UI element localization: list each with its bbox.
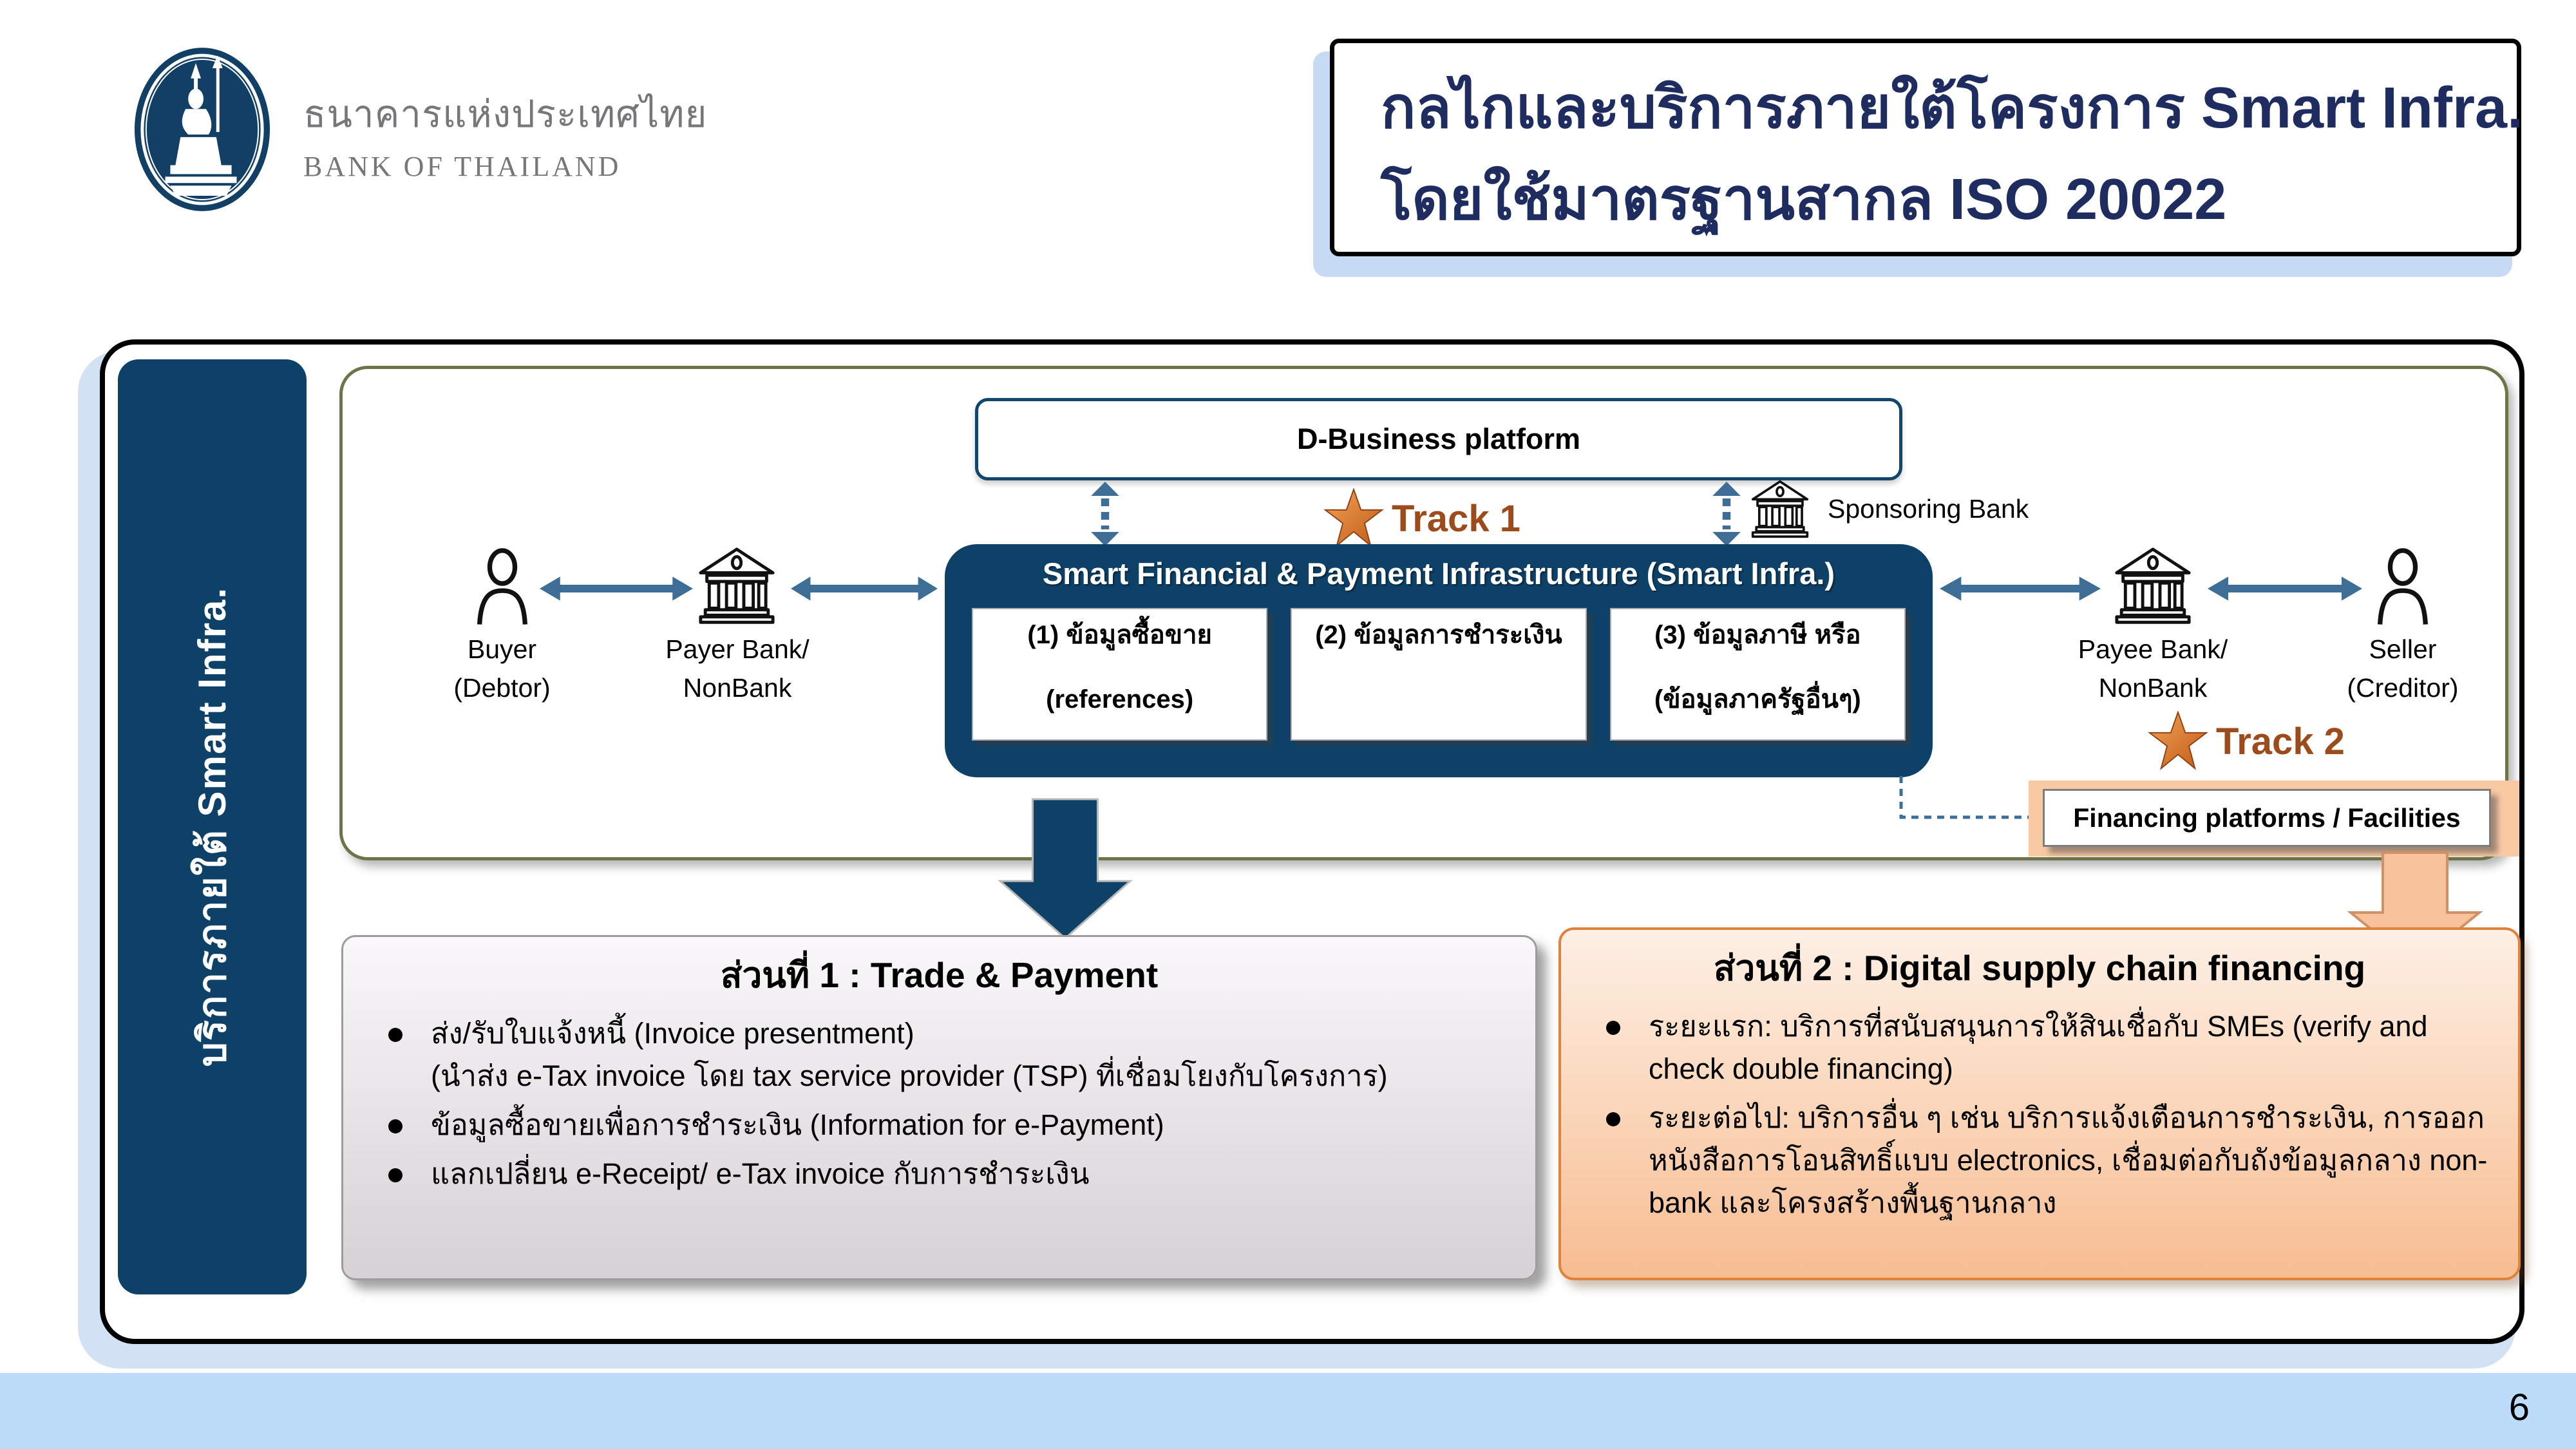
track2-marker: Track 2 xyxy=(2148,711,2345,772)
sub-box2-line1: (2) ข้อมูลการชำระเงิน xyxy=(1315,621,1562,649)
sidebar-services-banner: บริการภายใต้ Smart Infra. xyxy=(118,359,307,1294)
section1-title: ส่วนที่ 1 : Trade & Payment xyxy=(720,955,1159,995)
double-arrow-payer-smartinfra xyxy=(791,576,938,601)
section2-title: ส่วนที่ 2 : Digital supply chain financi… xyxy=(1713,948,2366,988)
financing-platforms-panel: Financing platforms / Facilities xyxy=(2029,781,2519,857)
bank-of-thailand-emblem-icon xyxy=(134,48,270,211)
star-icon xyxy=(1323,488,1384,547)
smart-infra-sub-box-1: (1) ข้อมูลซื้อขาย (references) xyxy=(972,608,1268,741)
bank-of-thailand-logo: ธนาคารแห่งประเทศไทย BANK OF THAILAND xyxy=(132,45,707,214)
list-item: ข้อมูลซื้อขายเพื่อการชำระเงิน (Informati… xyxy=(366,1104,1512,1146)
buyer-label: Buyer (Debtor) xyxy=(453,634,551,703)
sidebar-label: บริการภายใต้ Smart Infra. xyxy=(191,587,234,1067)
sub-box1-line1: (1) ข้อมูลซื้อขาย xyxy=(1027,621,1212,649)
dashed-connector-smartinfra-financing xyxy=(1899,776,2032,819)
section1-trade-payment-box: ส่วนที่ 1 : Trade & Payment ส่ง/รับใบแจ้… xyxy=(341,935,1537,1280)
double-arrow-payee-seller xyxy=(2208,576,2362,601)
bank-icon xyxy=(699,547,775,624)
slide-title-box: กลไกและบริการภายใต้โครงการ Smart Infra. … xyxy=(1330,39,2524,256)
list-item: ระยะแรก: บริการที่สนับสนุนการให้สินเชื่อ… xyxy=(1584,1005,2495,1090)
list-item: ส่ง/รับใบแจ้งหนี้ (Invoice presentment) xyxy=(366,1012,1512,1055)
smart-infra-title: Smart Financial & Payment Infrastructure… xyxy=(1042,556,1835,591)
bank-icon xyxy=(1751,480,1809,538)
dashed-double-arrow-left xyxy=(1091,482,1119,546)
d-business-platform-label: D-Business platform xyxy=(1296,422,1581,455)
person-icon xyxy=(477,548,528,625)
track2-label: Track 2 xyxy=(2216,720,2345,762)
payee-bank-label: Payee Bank/ NonBank xyxy=(2078,634,2228,703)
dashed-double-arrow-right xyxy=(1712,482,1741,546)
person-icon xyxy=(2377,548,2429,625)
double-arrow-smartinfra-payee xyxy=(1940,576,2101,601)
page-number: 6 xyxy=(2508,1387,2530,1428)
smart-infra-sub-box-3: (3) ข้อมูลภาษี หรือ (ข้อมูลภาครัฐอื่นๆ) xyxy=(1609,608,1906,741)
sub-box1-line2: (references) xyxy=(1046,685,1194,714)
smart-infra-box: Smart Financial & Payment Infrastructure… xyxy=(945,544,1933,777)
d-business-platform-box: D-Business platform xyxy=(975,398,1902,480)
smart-infra-sub-box-2: (2) ข้อมูลการชำระเงิน xyxy=(1291,608,1587,741)
logo-english-name: BANK OF THAILAND xyxy=(303,151,621,182)
section1-bullet-list: ส่ง/รับใบแจ้งหนี้ (Invoice presentment) … xyxy=(366,1012,1512,1195)
sponsoring-bank-label: Sponsoring Bank xyxy=(1828,493,2029,524)
slide-title-line2: โดยใช้มาตรฐานสากล ISO 20022 xyxy=(1381,167,2227,232)
financing-platforms-label: Financing platforms / Facilities xyxy=(2073,802,2461,833)
payer-bank-label: Payer Bank/ NonBank xyxy=(665,634,810,703)
track1-label: Track 1 xyxy=(1392,497,1520,540)
star-icon xyxy=(2148,711,2208,770)
track1-marker: Track 1 xyxy=(1323,488,1520,549)
list-item: แลกเปลี่ยน e-Receipt/ e-Tax invoice กับก… xyxy=(366,1153,1512,1195)
slide-title-line1: กลไกและบริการภายใต้โครงการ Smart Infra. xyxy=(1381,76,2524,140)
list-item: (นำส่ง e-Tax invoice โดย tax service pro… xyxy=(431,1059,1388,1092)
financing-platforms-box: Financing platforms / Facilities xyxy=(2043,789,2491,847)
bank-icon xyxy=(2115,547,2191,624)
logo-thai-name: ธนาคารแห่งประเทศไทย xyxy=(303,93,708,135)
seller-label: Seller (Creditor) xyxy=(2347,634,2459,703)
list-item: ระยะต่อไป: บริการอื่น ๆ เช่น บริการแจ้งเ… xyxy=(1584,1097,2495,1224)
sponsoring-bank: Sponsoring Bank xyxy=(1750,479,2029,538)
sub-box3-line2: (ข้อมูลภาครัฐอื่นๆ) xyxy=(1654,685,1861,714)
section2-supply-chain-box: ส่วนที่ 2 : Digital supply chain financi… xyxy=(1558,927,2521,1280)
sub-box3-line1: (3) ข้อมูลภาษี หรือ xyxy=(1654,621,1861,649)
double-arrow-buyer-payer xyxy=(540,576,693,601)
section2-bullet-list: ระยะแรก: บริการที่สนับสนุนการให้สินเชื่อ… xyxy=(1584,1005,2495,1224)
footer-strip: 6 xyxy=(0,1373,2576,1449)
down-arrow-trade-payment xyxy=(998,798,1133,940)
